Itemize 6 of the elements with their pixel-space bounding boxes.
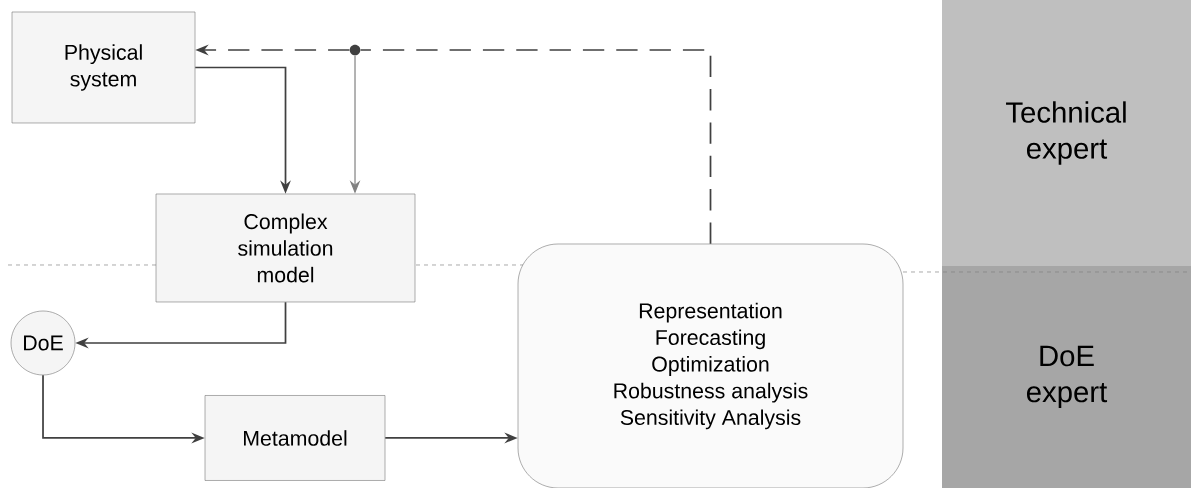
process-box: Metamodel bbox=[204, 395, 386, 481]
task-box: Representation Forecasting Optimization Robustness analysis Sensitivity Analysis bbox=[517, 243, 904, 488]
role-band: Technical expert bbox=[942, 0, 1191, 266]
process-box: Complex simulation model bbox=[155, 193, 416, 303]
role-band: DoE expert bbox=[942, 266, 1191, 488]
process-box: Physical system bbox=[11, 11, 196, 124]
